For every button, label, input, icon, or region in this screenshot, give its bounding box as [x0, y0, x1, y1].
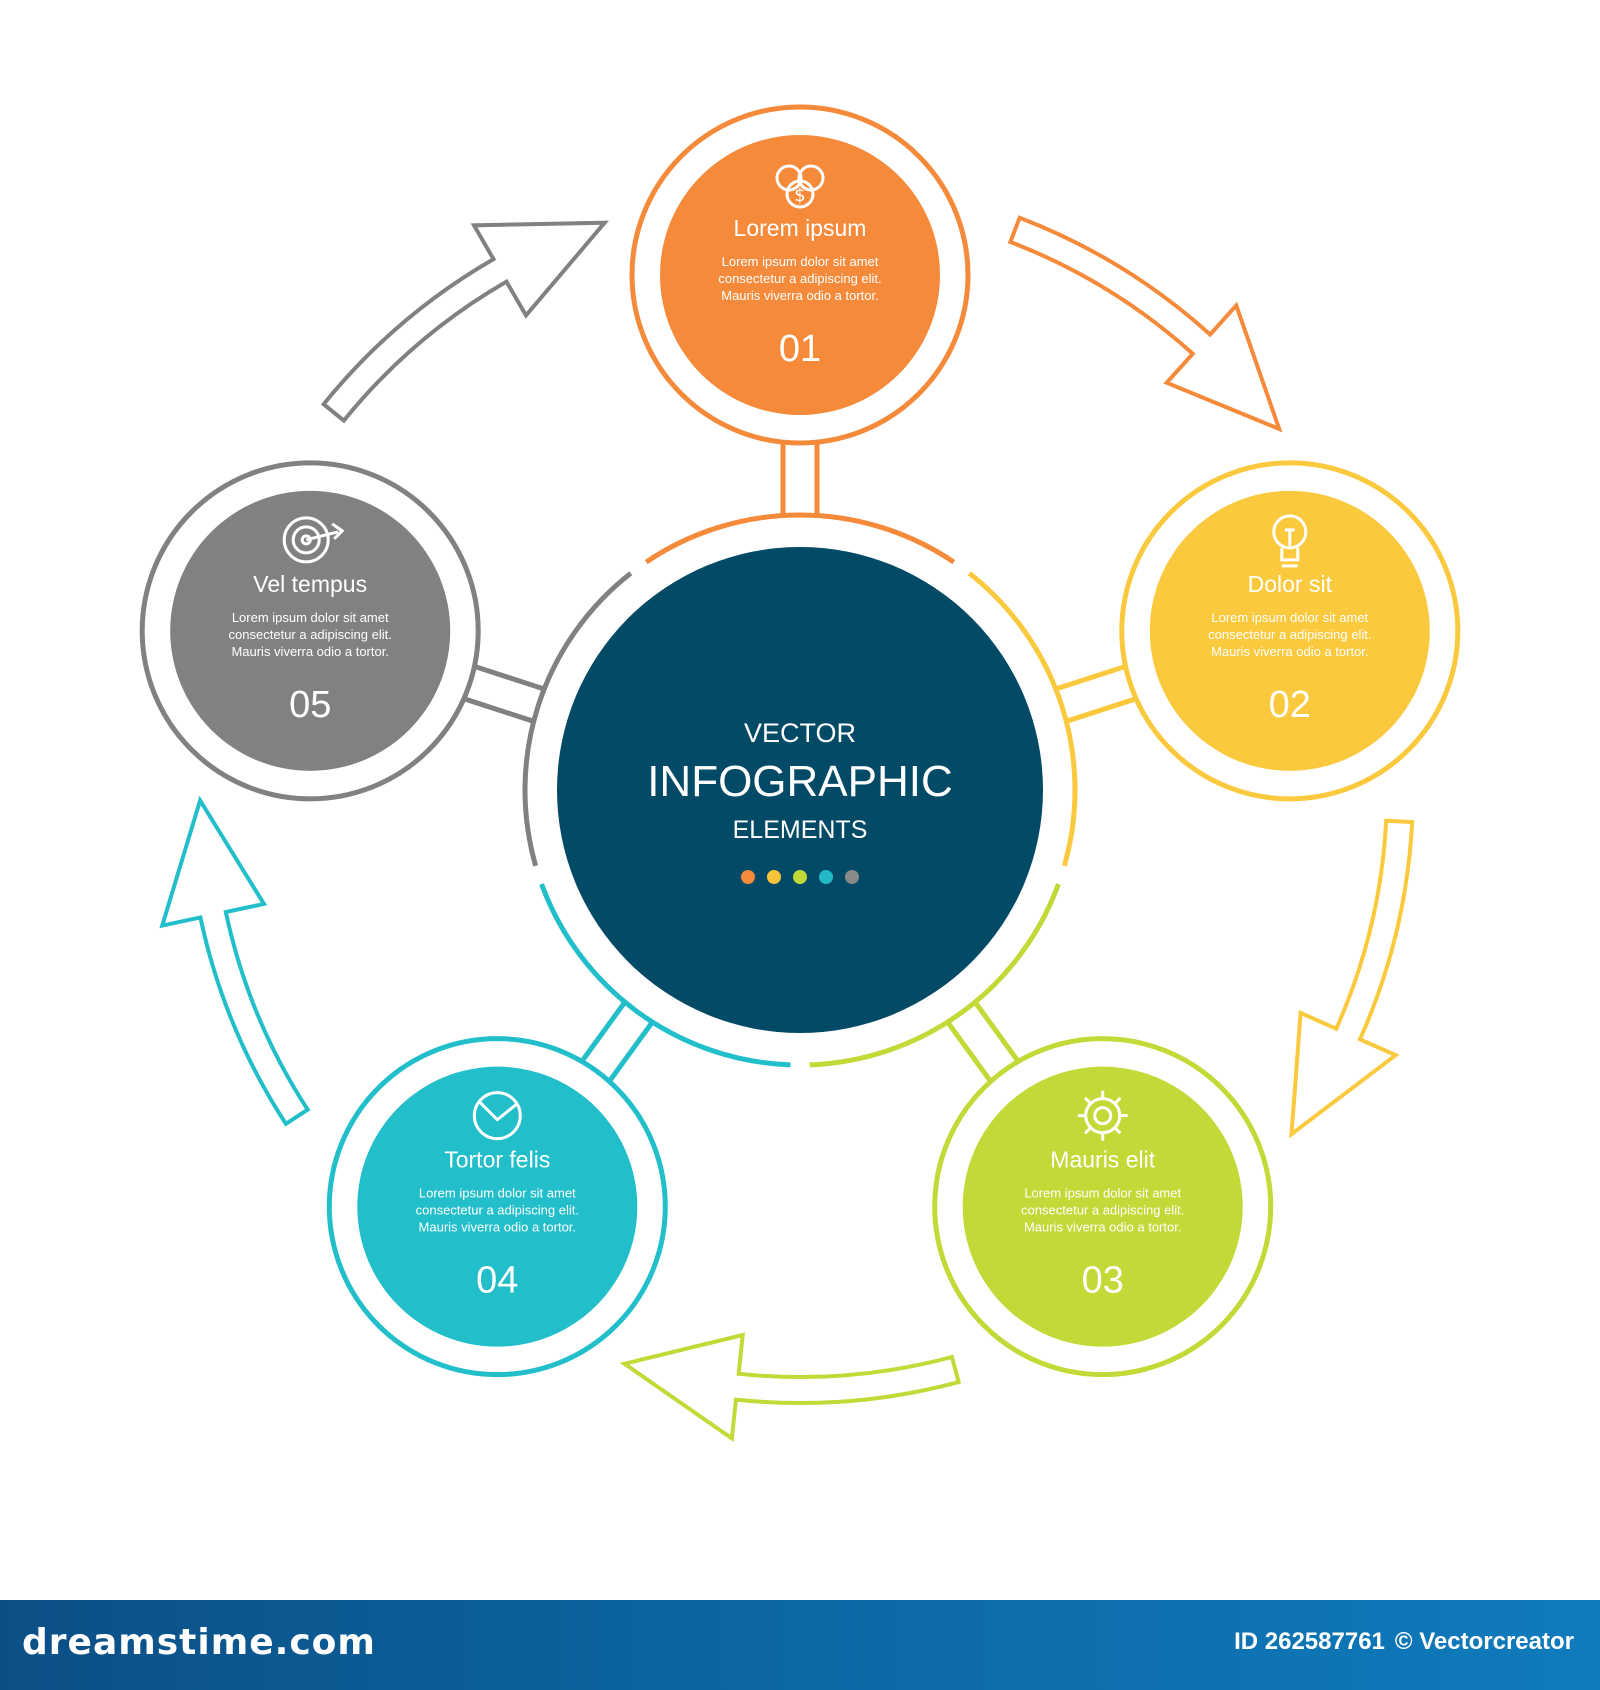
- step-body-line: consectetur a adipiscing elit.: [718, 271, 881, 286]
- center-line-elements: ELEMENTS: [733, 816, 868, 844]
- center-circle: [557, 547, 1043, 1033]
- footer-bar: dreamstime.com ID 262587761 © Vectorcreat…: [0, 1600, 1600, 1690]
- ring-arc: [809, 883, 1061, 1068]
- step-body-line: consectetur a adipiscing elit.: [1208, 627, 1371, 642]
- dollar-coins-icon: $: [775, 164, 825, 209]
- step-body-line: Lorem ipsum dolor sit amet: [232, 610, 389, 625]
- arrow-step-2-to-3: [1289, 818, 1415, 1139]
- cycle-arrows: [159, 215, 1415, 1443]
- step-number: 01: [779, 328, 821, 370]
- step-body-line: Mauris viverra odio a tortor.: [721, 288, 879, 303]
- center-circle-group: VECTOR INFOGRAPHIC ELEMENTS: [557, 547, 1043, 1033]
- step-body-line: Mauris viverra odio a tortor.: [231, 644, 389, 659]
- step-body-line: Lorem ipsum dolor sit amet: [419, 1186, 576, 1201]
- center-dot: [819, 870, 833, 884]
- center-dot: [845, 870, 859, 884]
- target-icon: [282, 516, 345, 564]
- step-title: Vel tempus: [253, 571, 367, 597]
- step-body-line: Mauris viverra odio a tortor.: [419, 1220, 577, 1235]
- ring-arc: [539, 883, 791, 1068]
- connector-rail: [945, 1021, 993, 1083]
- center-dot: [741, 870, 755, 884]
- step-circle[interactable]: [660, 135, 940, 415]
- lightbulb-icon: [1272, 514, 1308, 568]
- step-number: 04: [476, 1260, 518, 1302]
- step-body-line: Mauris viverra odio a tortor.: [1211, 644, 1369, 659]
- middle-ring: [522, 512, 1078, 1068]
- connector-rail: [463, 696, 534, 724]
- step-circle[interactable]: [962, 1066, 1243, 1347]
- arrow-step-3-to-4: [619, 1332, 962, 1443]
- step-body-line: consectetur a adipiscing elit.: [416, 1203, 579, 1218]
- step-title: Lorem ipsum: [734, 215, 867, 241]
- arrow-step-5-to-1: [320, 220, 610, 424]
- ring-arc: [522, 571, 633, 867]
- connectors: [463, 443, 1137, 1083]
- footer-credit: ID 262587761 © Vectorcreator: [1234, 1628, 1574, 1656]
- author-credit: © Vectorcreator: [1394, 1628, 1574, 1655]
- step-circle[interactable]: [170, 490, 451, 771]
- connector-rail: [580, 1001, 627, 1063]
- step-body-line: Lorem ipsum dolor sit amet: [1211, 610, 1368, 625]
- gear-icon: [1077, 1090, 1128, 1141]
- step-title: Mauris elit: [1050, 1147, 1155, 1173]
- arrow-step-4-to-5: [159, 795, 311, 1127]
- connector-rail: [1055, 664, 1126, 692]
- connector-rail: [973, 1001, 1020, 1063]
- center-dot: [793, 870, 807, 884]
- center-title: INFOGRAPHIC: [647, 757, 953, 806]
- image-id: ID 262587761: [1234, 1628, 1385, 1655]
- pie-chart-icon: [472, 1091, 522, 1141]
- svg-text:$: $: [794, 185, 805, 206]
- step-body-line: Lorem ipsum dolor sit amet: [722, 254, 879, 269]
- footer-brand[interactable]: dreamstime.com: [22, 1622, 376, 1663]
- step-body-line: consectetur a adipiscing elit.: [229, 627, 392, 642]
- connector-rail: [607, 1021, 655, 1083]
- center-line-vector: VECTOR: [744, 718, 856, 748]
- step-title: Dolor sit: [1248, 571, 1333, 597]
- step-body-line: Mauris viverra odio a tortor.: [1024, 1220, 1182, 1235]
- step-number: 05: [289, 684, 331, 726]
- step-number: 02: [1269, 684, 1311, 726]
- center-dot: [767, 870, 781, 884]
- cycle-diagram: VECTOR INFOGRAPHIC ELEMENTS $ Lorem ipsumLor…: [139, 104, 1461, 1443]
- ring-arc: [967, 571, 1078, 867]
- step-title: Tortor felis: [444, 1147, 550, 1173]
- connector-rail: [1066, 696, 1137, 724]
- ring-arc: [644, 512, 956, 565]
- step-body-line: consectetur a adipiscing elit.: [1021, 1203, 1184, 1218]
- connector-rail: [474, 664, 545, 692]
- step-circle[interactable]: [1149, 490, 1430, 771]
- step-body-line: Lorem ipsum dolor sit amet: [1024, 1186, 1181, 1201]
- step-circle[interactable]: [357, 1066, 638, 1347]
- step-number: 03: [1082, 1260, 1124, 1302]
- arrow-step-1-to-2: [1007, 215, 1283, 433]
